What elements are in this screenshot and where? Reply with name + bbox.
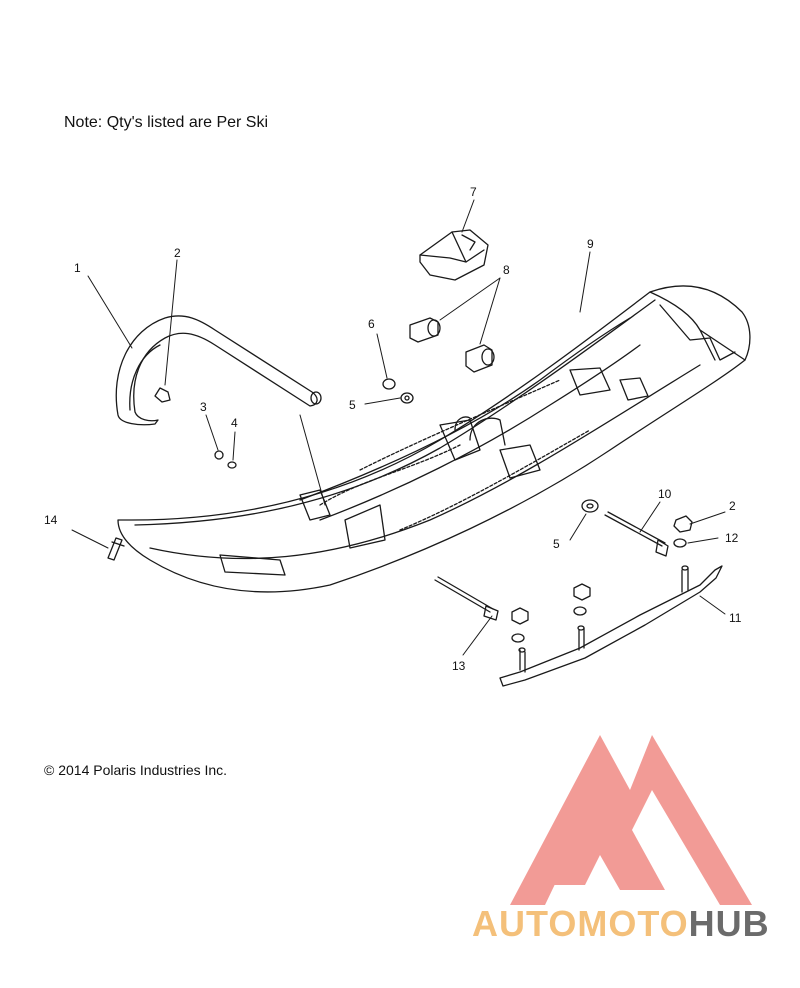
- callout-9: 9: [587, 237, 594, 251]
- callout-1: 1: [74, 261, 81, 275]
- automotohub-wordmark: AUTOMOTOHUB: [472, 903, 770, 944]
- automotohub-logo-mark: [510, 735, 752, 905]
- callout-labels: 1 2 3 4 5 6 7 8 9 10 2 12 5 11 13 14: [44, 185, 742, 673]
- callout-5: 5: [349, 398, 356, 412]
- callout-2-right: 2: [729, 499, 736, 513]
- copyright-notice: © 2014 Polaris Industries Inc.: [44, 762, 228, 778]
- callout-5-lower: 5: [553, 537, 560, 551]
- bushings: [409, 317, 495, 373]
- callout-2: 2: [174, 246, 181, 260]
- rivet-14: [107, 537, 125, 561]
- callout-8: 8: [503, 263, 510, 277]
- runner-hardware: [511, 583, 591, 643]
- callout-4: 4: [231, 416, 238, 430]
- quantity-note: Note: Qty's listed are Per Ski: [64, 114, 269, 131]
- callout-7: 7: [470, 185, 477, 199]
- bolt-13: [434, 576, 499, 621]
- svg-text:AUTOMOTOHUB: AUTOMOTOHUB: [472, 903, 770, 944]
- hardware-small: [154, 378, 693, 548]
- bolt-10: [604, 511, 669, 557]
- ski-body: [117, 285, 751, 593]
- callout-3: 3: [200, 400, 207, 414]
- carbide-runner: [499, 565, 723, 687]
- callout-10: 10: [658, 487, 672, 501]
- callout-6: 6: [368, 317, 375, 331]
- callout-14: 14: [44, 513, 58, 527]
- leader-lines: [71, 199, 726, 656]
- callout-13: 13: [452, 659, 466, 673]
- callout-12: 12: [725, 531, 739, 545]
- callout-11: 11: [729, 611, 742, 625]
- spindle-saddle: [419, 229, 489, 281]
- wordmark-light-part: AUTOMOTO: [472, 903, 689, 944]
- wordmark-dark-part: HUB: [689, 903, 770, 944]
- handle-loop: [115, 315, 322, 426]
